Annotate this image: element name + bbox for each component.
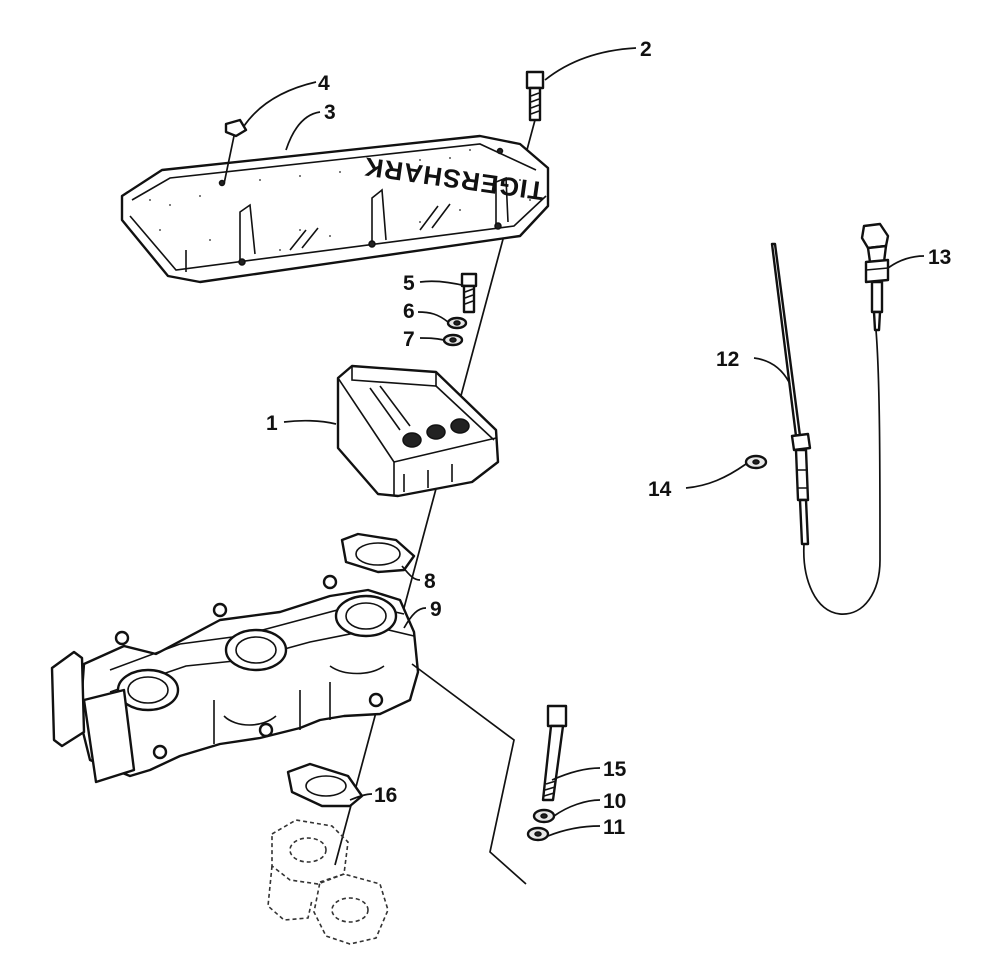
rocker-cover-item-3: TIGERSHARK — [120, 134, 550, 284]
washer-item-6 — [446, 316, 468, 330]
callout-9: 9 — [430, 598, 442, 621]
callout-12: 12 — [716, 348, 739, 371]
callout-1: 1 — [266, 412, 278, 435]
reference-carburetor-outline — [267, 819, 389, 945]
callout-5: 5 — [403, 272, 415, 295]
washer-item-7 — [442, 333, 464, 347]
callout-2: 2 — [640, 38, 652, 61]
callout-13: 13 — [928, 246, 951, 269]
callout-10: 10 — [603, 790, 626, 813]
knob-item-13 — [860, 222, 890, 332]
cable-item-12 — [770, 242, 881, 615]
callout-3: 3 — [324, 101, 336, 124]
plug-item-4 — [223, 118, 248, 185]
callout-7: 7 — [403, 328, 415, 351]
clip-item-14 — [744, 454, 768, 470]
gasket-item-8 — [340, 532, 416, 574]
gasket-item-16 — [286, 762, 364, 808]
callout-labels: 1 2 3 4 5 6 7 8 9 10 11 12 13 14 15 16 — [266, 38, 951, 839]
intake-manifold-item-9 — [50, 574, 420, 784]
leader-line-manifold-bolt — [411, 663, 527, 885]
airbox-item-1 — [336, 364, 500, 498]
screw-item-5 — [460, 272, 478, 314]
callout-11: 11 — [603, 816, 626, 839]
callout-leaders — [243, 47, 925, 837]
washer-item-10 — [532, 808, 556, 824]
callout-8: 8 — [424, 570, 436, 593]
washer-item-11 — [526, 826, 550, 842]
callout-4: 4 — [318, 72, 330, 95]
callout-16: 16 — [374, 784, 397, 807]
callout-14: 14 — [648, 478, 672, 501]
callout-6: 6 — [403, 300, 415, 323]
bolt-long-item-2 — [334, 70, 545, 866]
bolt-item-15 — [541, 704, 568, 802]
callout-15: 15 — [603, 758, 627, 781]
